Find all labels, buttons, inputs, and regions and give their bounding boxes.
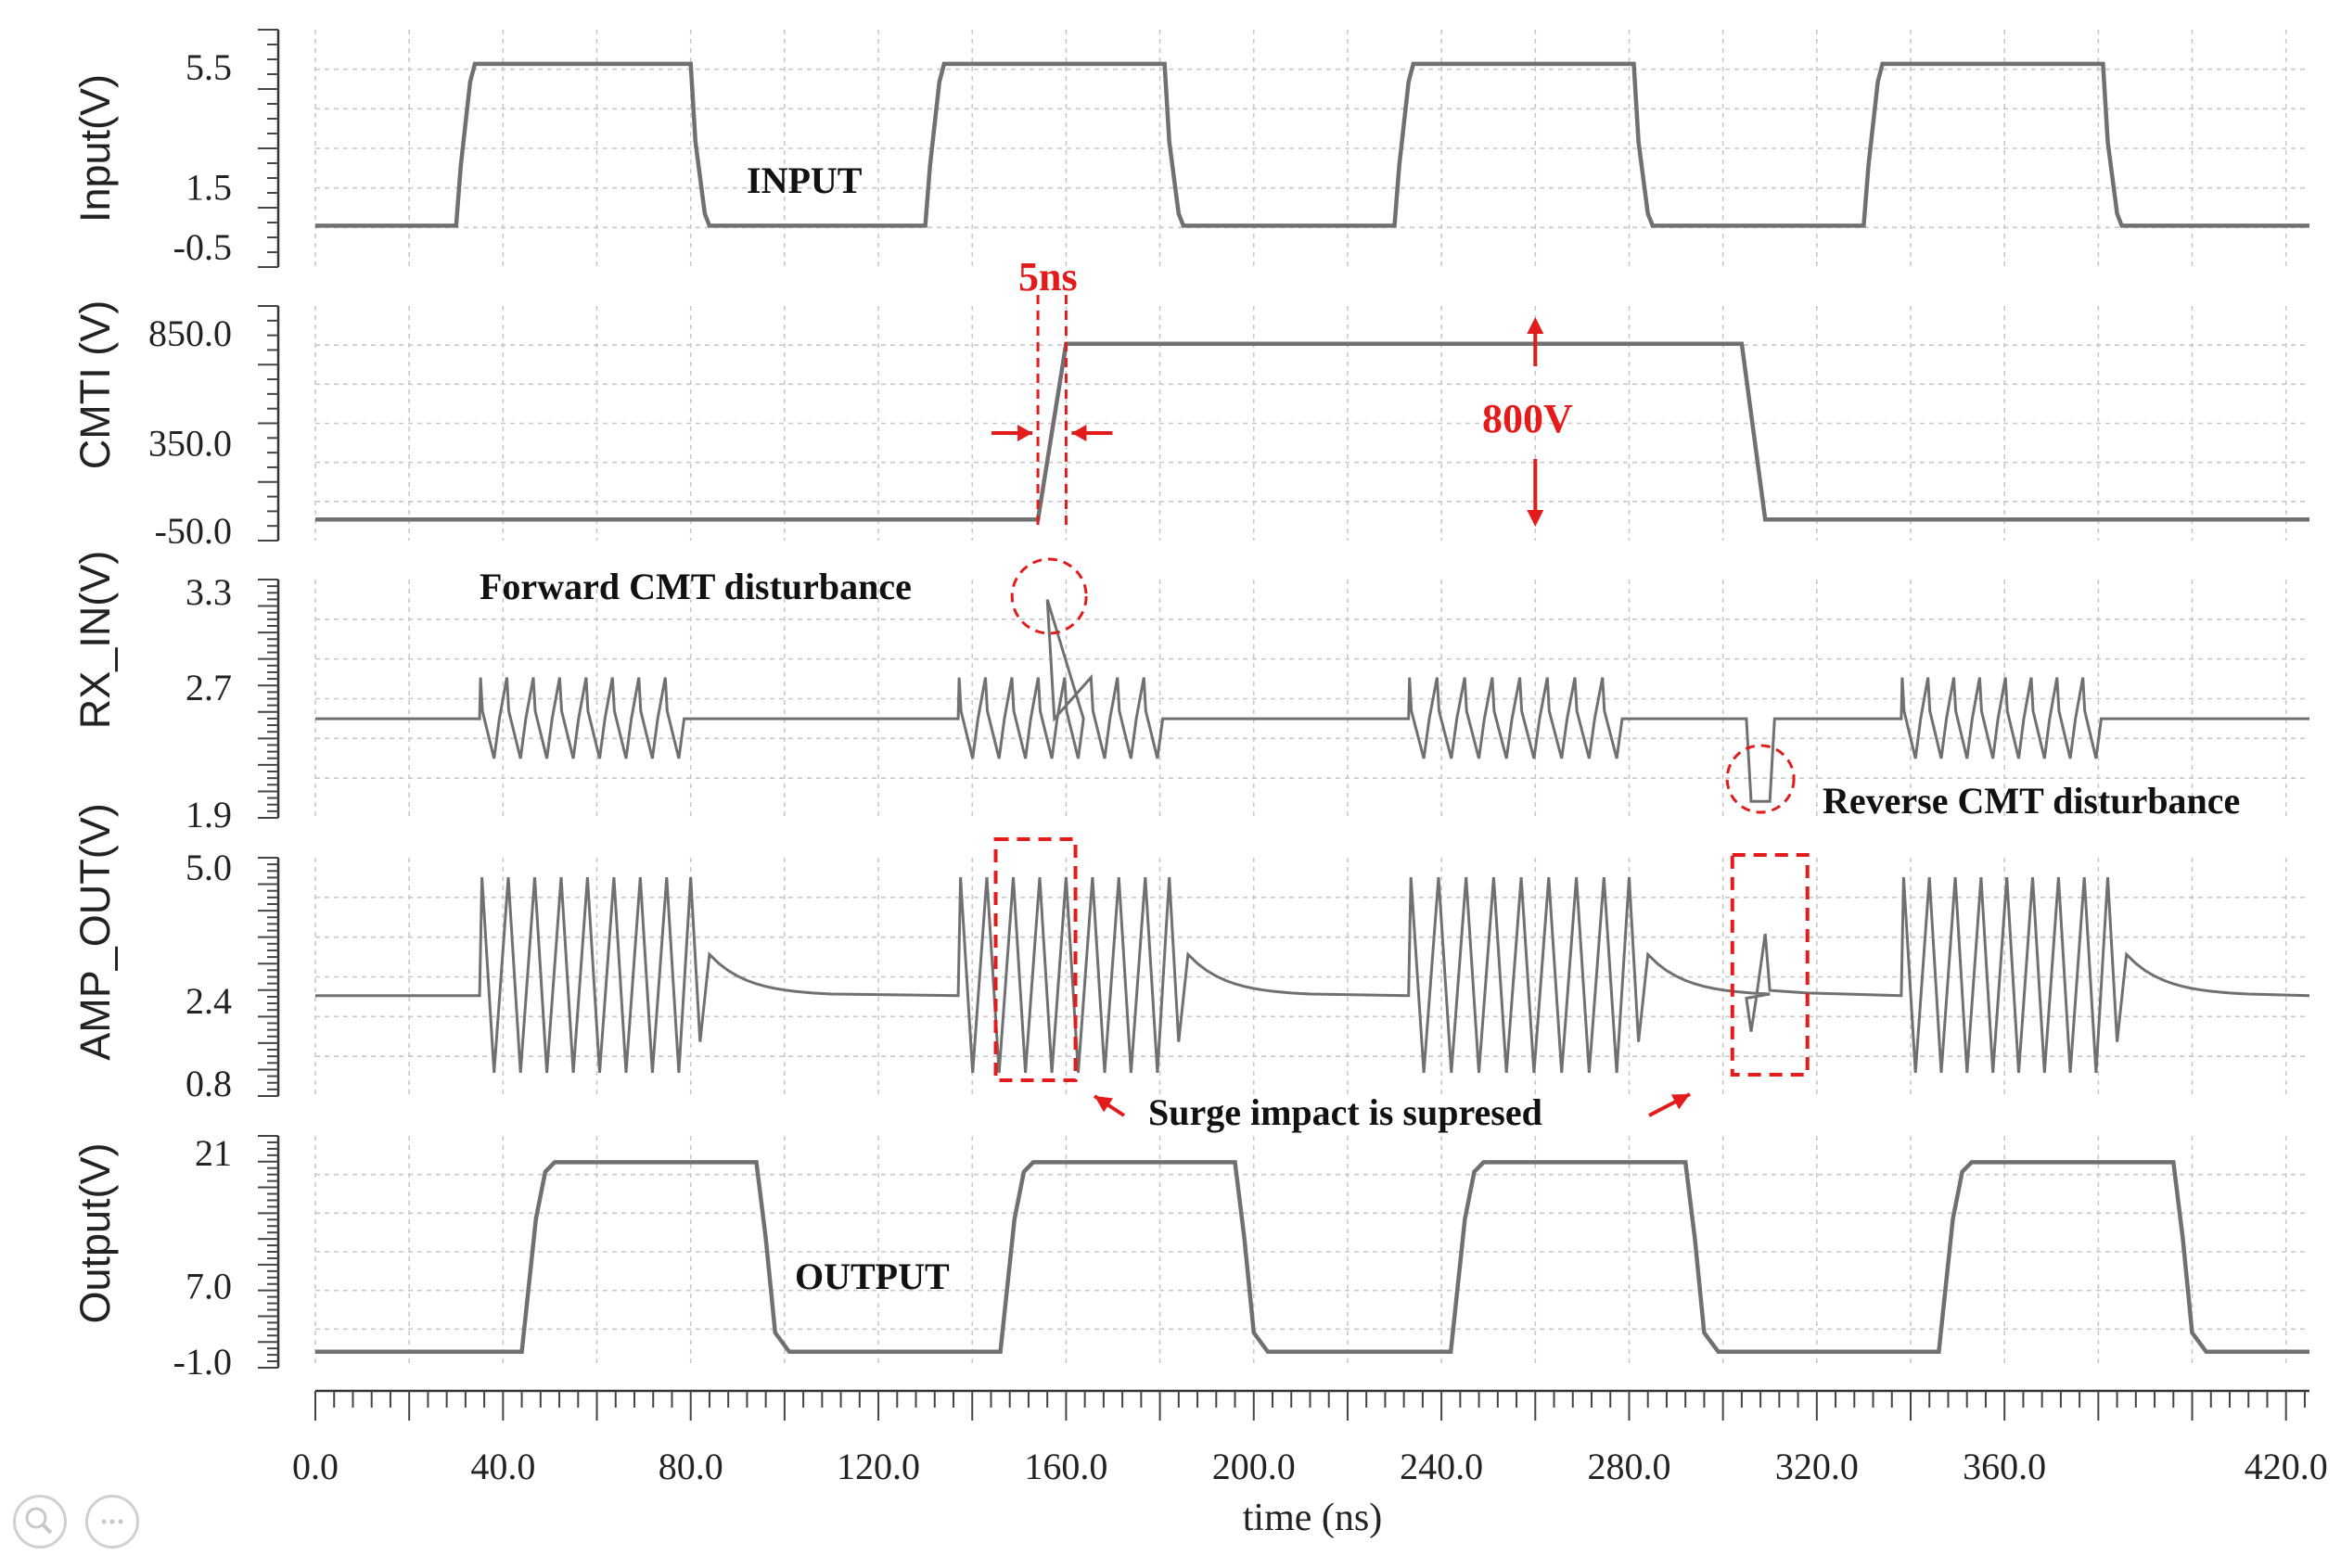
arrow-5ns-right-head (1071, 425, 1087, 441)
x-tick-label: 280.0 (1587, 1446, 1670, 1487)
annotation-forward-cmt: Forward CMT disturbance (480, 566, 912, 607)
label-5ns: 5ns (1018, 254, 1078, 300)
y-tick-label: 1.5 (185, 166, 232, 208)
x-tick-label: 240.0 (1400, 1446, 1483, 1487)
surge-box-reverse (1730, 853, 1810, 1077)
arrow-surge-left-head (1094, 1096, 1113, 1113)
panel-amp_out: 5.0 2.4 0.8 (185, 847, 2310, 1104)
x-tick-label: 80.0 (659, 1446, 723, 1487)
zoom-icon[interactable] (13, 1495, 67, 1549)
panel-cmti: 850.0 350.0 -50.0 (148, 305, 2309, 552)
ylabel-rx-in: RX_IN(V) (71, 551, 119, 730)
label-800v: 800V (1482, 396, 1573, 441)
panel-rx_in: 3.3 2.7 1.9 (185, 571, 2309, 835)
trace-output (315, 1160, 2309, 1355)
y-tick-label: 350.0 (148, 422, 232, 464)
x-tick-label: 0.0 (292, 1446, 339, 1487)
trace-amp_out (315, 876, 2310, 1074)
trace-input (315, 61, 2309, 228)
x-tick-label: 40.0 (470, 1446, 535, 1487)
x-tick-label: 420.0 (2245, 1446, 2328, 1487)
y-tick-label: 2.7 (185, 667, 232, 708)
x-tick-label: 120.0 (837, 1446, 920, 1487)
arrow-surge-right-head (1670, 1094, 1690, 1110)
y-tick-label: 0.8 (185, 1063, 232, 1104)
y-tick-label: 5.5 (185, 46, 232, 88)
input-label: INPUT (747, 159, 863, 201)
y-tick-label: 7.0 (185, 1265, 232, 1307)
y-tick-label: 21 (195, 1132, 232, 1174)
surge-box-forward (993, 837, 1078, 1082)
x-axis-label: time (ns) (1243, 1497, 1382, 1539)
y-tick-label: 3.3 (185, 571, 232, 613)
arrow-5ns-left-head (1017, 425, 1033, 441)
x-tick-label: 360.0 (1963, 1446, 2046, 1487)
ylabel-input: Input(V) (71, 74, 119, 223)
arrow-800v-up-head (1527, 317, 1544, 334)
output-label: OUTPUT (795, 1256, 950, 1297)
y-tick-label: -1.0 (173, 1341, 232, 1383)
x-tick-label: 160.0 (1024, 1446, 1107, 1487)
reverse-disturbance-circle (1725, 744, 1796, 814)
panel-input: 5.5 1.5 -0.5 (173, 29, 2309, 268)
forward-disturbance-circle (1010, 557, 1088, 635)
more-options-icon[interactable] (85, 1495, 139, 1549)
annotation-surge: Surge impact is supresed (1148, 1091, 1542, 1133)
trace-rx_in (315, 599, 2309, 803)
ylabel-amp-out: AMP_OUT(V) (71, 803, 119, 1061)
arrow-800v-down-head (1527, 510, 1544, 527)
x-tick-label: 320.0 (1775, 1446, 1859, 1487)
ylabel-output: Output(V) (71, 1142, 119, 1323)
ylabel-cmti: CMTI (V) (71, 300, 119, 469)
trace-cmti (315, 341, 2309, 522)
y-tick-label: 1.9 (185, 794, 232, 835)
annotation-reverse-cmt: Reverse CMT disturbance (1823, 780, 2240, 822)
y-tick-label: 5.0 (185, 847, 232, 888)
y-tick-label: -0.5 (173, 226, 232, 268)
y-tick-label: 850.0 (148, 312, 232, 354)
y-tick-label: 2.4 (185, 980, 232, 1022)
y-tick-label: -50.0 (155, 510, 232, 552)
x-tick-label: 200.0 (1212, 1446, 1296, 1487)
panel-output: 21 7.0 -1.0 (173, 1132, 2309, 1383)
